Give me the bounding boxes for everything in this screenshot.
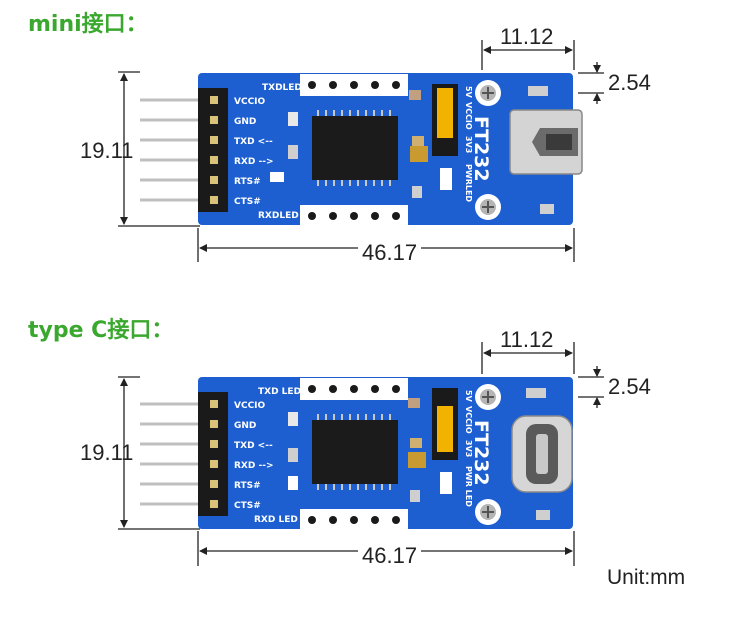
ft232-label: FT232 (470, 116, 492, 182)
pin-label: GND (234, 421, 256, 431)
pin-header (198, 88, 228, 212)
section-title-mini: mini接口： (28, 12, 148, 37)
pwr-led (440, 168, 452, 190)
resistor-component (288, 145, 298, 159)
pin-label: GND (234, 117, 256, 127)
capacitor-component (412, 136, 424, 146)
jumper-label: 3V3 (464, 136, 473, 153)
jumper-label: VCCIO (464, 102, 473, 130)
capacitor-component (409, 90, 421, 100)
pin-label: RTS# (234, 177, 261, 187)
crystal-component (410, 146, 428, 162)
pin-label: RTS# (234, 481, 261, 491)
jumper-label: VCCIO (464, 406, 473, 434)
pin-label: TXD <-- (234, 137, 273, 147)
header-pins (140, 402, 200, 506)
led-component (288, 412, 298, 426)
dim-connector-offset: 11.12 (500, 24, 554, 49)
pin-label: VCCIO (234, 97, 266, 107)
pin-label: CTS# (234, 501, 261, 511)
dim-connector-offset: 11.12 (500, 327, 554, 352)
dim-length: 46.17 (358, 240, 422, 266)
led-component (288, 476, 298, 490)
board-typec: VCCIO GND TXD <-- RXD --> RTS# CTS# TXD … (140, 377, 573, 531)
pad-row-top (300, 378, 408, 400)
txd-led-label: TXDLED (262, 83, 302, 93)
ft232-chip (312, 414, 398, 490)
mounting-hole (475, 80, 501, 106)
txd-led-label: TXD LED (258, 387, 301, 397)
dim-length: 46.17 (358, 543, 422, 569)
ft232-chip (312, 110, 398, 186)
pin-label: CTS# (234, 197, 261, 207)
pin-label: VCCIO (234, 401, 266, 411)
led-component (288, 112, 298, 126)
jumper-label: 5V (464, 86, 473, 99)
header-pins (140, 98, 200, 202)
mounting-hole (475, 384, 501, 410)
pwr-led-label: PWR LED (464, 466, 473, 507)
unit-label: Unit:mm (607, 566, 686, 589)
resistor-component (536, 510, 550, 520)
pad-row-bottom (300, 205, 408, 227)
pad-row-top (300, 74, 408, 96)
voltage-jumper (432, 388, 458, 460)
pwr-led-label: PWRLED (464, 164, 473, 202)
mounting-hole (475, 499, 501, 525)
pad-row-bottom (300, 509, 408, 531)
ft232-label: FT232 (470, 420, 492, 486)
pwr-led (440, 472, 452, 494)
rxd-led-label: RXD LED (254, 515, 298, 525)
jumper-label: 5V (464, 390, 473, 403)
pin-header (198, 392, 228, 516)
capacitor-component (408, 398, 420, 408)
mini-usb-connector (509, 109, 583, 175)
resistor-component (528, 86, 548, 96)
resistor-component (288, 448, 298, 462)
rxd-led-label: RXDLED (258, 211, 299, 221)
dim-height: 19.11 (80, 138, 134, 163)
pin-label: TXD <-- (234, 441, 273, 451)
dim-edge-offset: 2.54 (608, 70, 651, 95)
led-component (270, 172, 284, 182)
dim-edge-offset: 2.54 (608, 374, 651, 399)
crystal-component (408, 452, 426, 468)
jumper-label: 3V3 (464, 440, 473, 457)
resistor-component (540, 204, 554, 214)
resistor-component (410, 490, 420, 502)
pin-label: RXD --> (234, 157, 274, 167)
resistor-component (412, 186, 422, 198)
board-mini: VCCIO GND TXD <-- RXD --> RTS# CTS# TXDL… (140, 73, 583, 227)
dim-height: 19.11 (80, 440, 134, 465)
section-title-typec: type C接口： (28, 318, 174, 343)
pin-label: RXD --> (234, 461, 274, 471)
capacitor-component (410, 438, 422, 448)
mounting-hole (475, 194, 501, 220)
resistor-component (526, 388, 546, 398)
voltage-jumper (432, 84, 458, 156)
usb-type-c-connector (511, 415, 573, 493)
